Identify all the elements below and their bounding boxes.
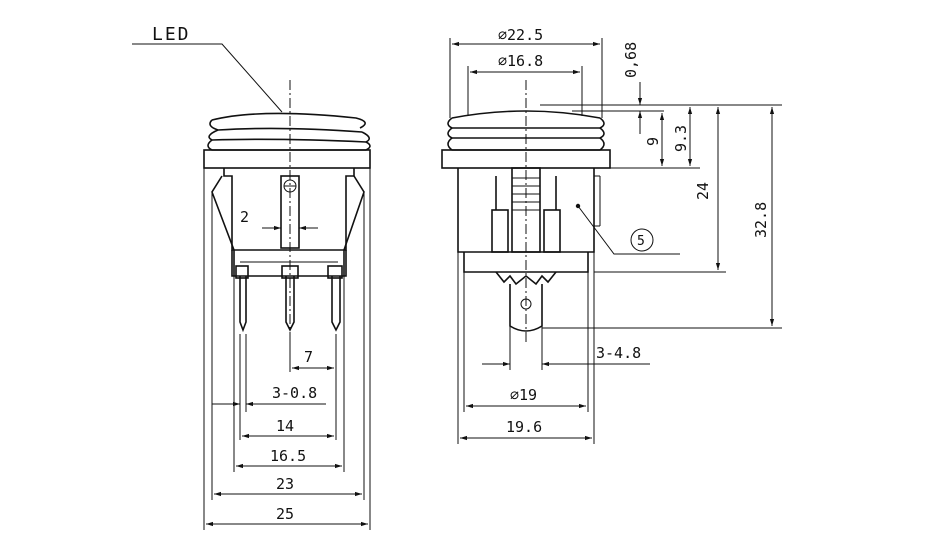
- dim-25: 25: [203, 168, 371, 530]
- dim-23-label: 23: [276, 475, 294, 493]
- side-view: LED: [132, 24, 371, 530]
- dim-7-label: 7: [304, 348, 313, 366]
- dim-16-5: 16.5: [233, 276, 345, 472]
- dim-d22-5-label: ⌀22.5: [498, 26, 543, 44]
- dim-9-3: 9.3: [672, 107, 693, 166]
- front-body: [457, 167, 601, 273]
- dim-d19: ⌀19: [463, 272, 589, 412]
- dim-25-label: 25: [276, 505, 294, 523]
- callout-5-label: 5: [637, 234, 645, 249]
- dim-7: 7: [289, 334, 337, 372]
- dim-d19-label: ⌀19: [510, 386, 537, 404]
- dim-3-0-8-label: 3-0.8: [272, 384, 317, 402]
- rocker-cap: [207, 112, 371, 151]
- led-label: LED: [152, 24, 191, 45]
- dim-3-0-8: 3-0.8: [212, 334, 326, 440]
- bezel: [203, 149, 371, 169]
- dim-3-4-8-label: 3-4.8: [596, 344, 641, 362]
- switch-body: [223, 168, 355, 277]
- terminals: [235, 265, 343, 333]
- front-view: ⌀22.5 ⌀16.8 0,68 9 9.3: [441, 26, 782, 444]
- dim-d16-8: ⌀16.8: [467, 52, 583, 116]
- dim-32-8: 32.8: [752, 107, 775, 326]
- dim-3-4-8: 3-4.8: [482, 326, 650, 370]
- led-label-group: LED: [132, 24, 283, 113]
- dim-14: 14: [242, 334, 337, 440]
- dim-16-5-label: 16.5: [270, 447, 306, 465]
- dim-24-label: 24: [694, 182, 712, 200]
- dim-0-68: 0,68: [622, 42, 643, 134]
- dim-9-3-label: 9.3: [672, 125, 690, 152]
- dim-0-68-label: 0,68: [622, 42, 640, 78]
- dim-32-8-label: 32.8: [752, 202, 770, 238]
- dim-2: 2: [240, 208, 318, 231]
- dim-14-label: 14: [276, 417, 294, 435]
- dim-24: 24: [694, 107, 721, 270]
- callout-5: 5: [575, 203, 680, 255]
- dim-d16-8-label: ⌀16.8: [498, 52, 543, 70]
- dim-9: 9: [644, 113, 665, 166]
- dim-19-6: 19.6: [457, 252, 595, 444]
- dim-9-label: 9: [644, 137, 662, 146]
- dim-19-6-label: 19.6: [506, 418, 542, 436]
- dim-2-label: 2: [240, 208, 249, 226]
- dim-23: 23: [211, 192, 365, 500]
